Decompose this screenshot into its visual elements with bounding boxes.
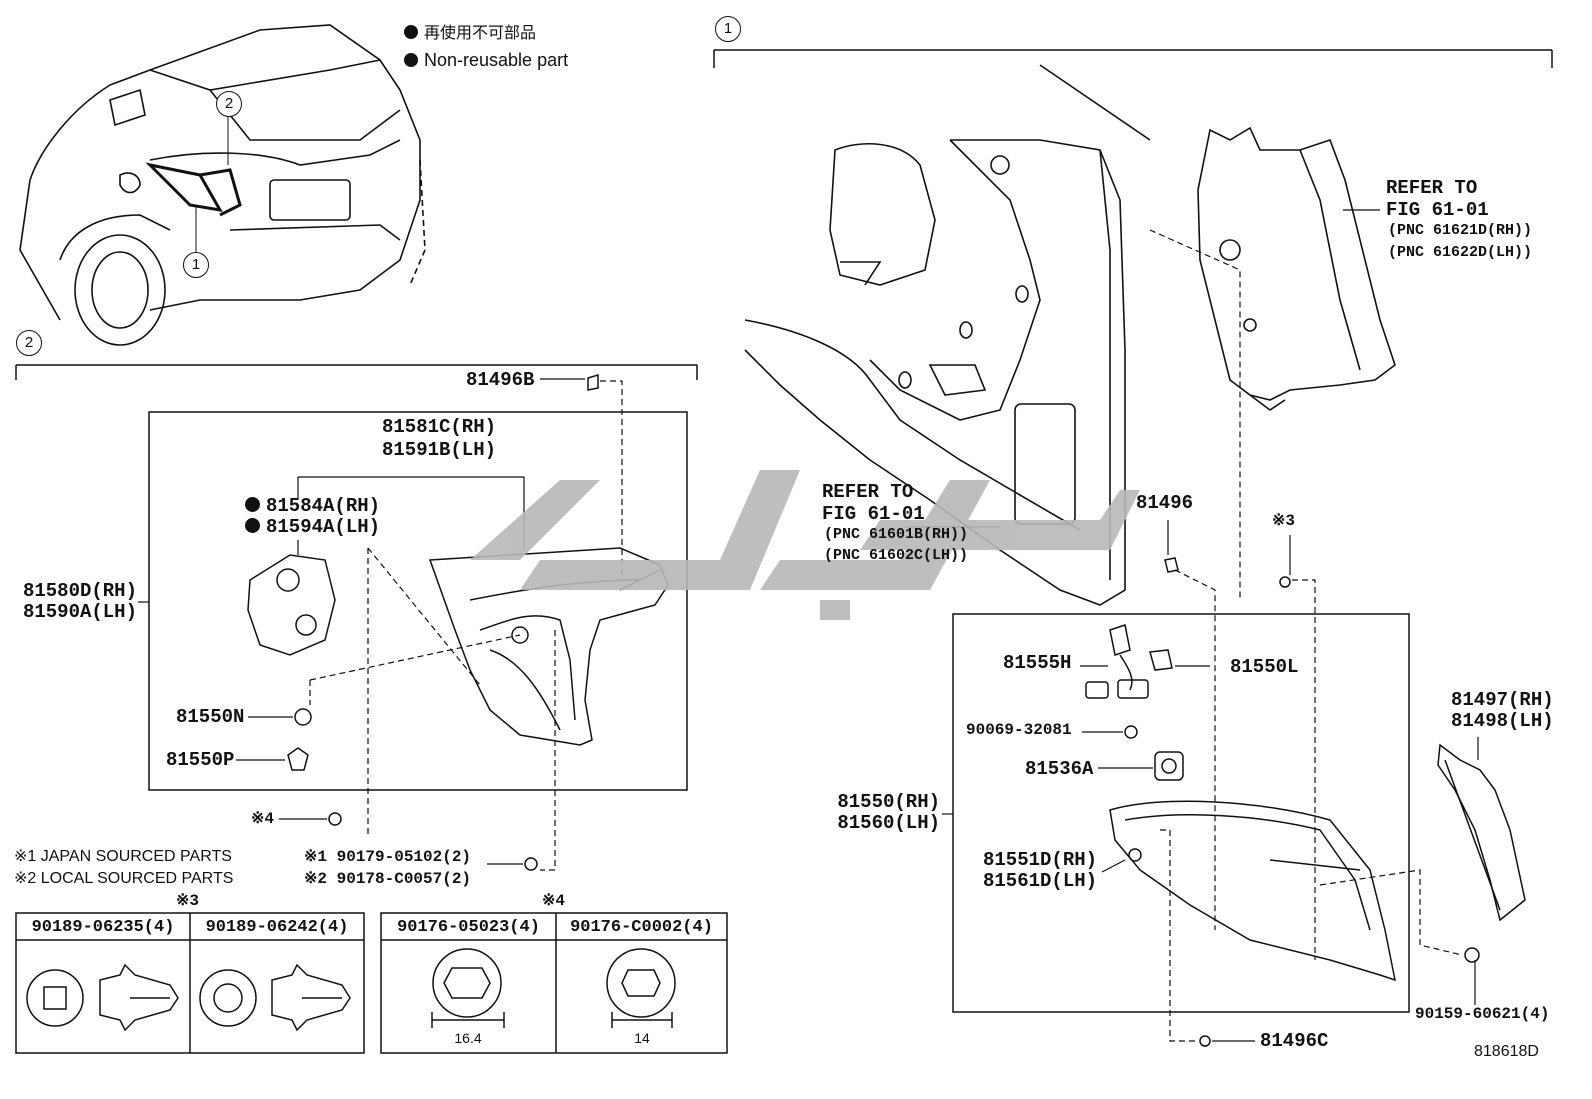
bolt-90178: ※2 90178-C0057(2): [304, 870, 472, 888]
callout-2-car: 2: [216, 91, 242, 117]
note-4: ※4: [251, 810, 275, 828]
leader-lines-right: [905, 209, 1479, 1042]
label-90069: 90069-32081: [966, 721, 1072, 739]
label-81561D: 81561D(LH): [983, 870, 1098, 892]
label-81550RH: 81550(RH): [837, 791, 940, 813]
fastener-table-4: [380, 912, 728, 1054]
table4-mark: ※4: [542, 892, 566, 910]
clip-81496B: [587, 373, 599, 391]
socket-81555H: [1085, 624, 1149, 699]
label-81550P: 81550P: [166, 749, 235, 771]
refer-lower-3: (PNC 61601B(RH)): [824, 526, 969, 543]
bulb-81550N: [294, 708, 312, 726]
label-81581C: 81581C(RH): [381, 416, 497, 438]
bracket-2: [15, 364, 698, 380]
label-81550N: 81550N: [176, 706, 245, 728]
label-81496: 81496: [1136, 492, 1194, 514]
dim-14: 14: [634, 1030, 650, 1046]
table3-mark: ※3: [176, 892, 200, 910]
inner-panel: [1197, 126, 1396, 411]
car-rear-illustration: [19, 24, 426, 346]
screw-90159: [1464, 947, 1480, 963]
refer-upper-3: (PNC 61621D(RH)): [1388, 222, 1533, 239]
gasket: [247, 554, 336, 656]
note-3: ※3: [1272, 512, 1296, 530]
lamp-assy-box-left: [148, 411, 688, 791]
label-81496B: 81496B: [466, 369, 535, 391]
bulb-81550L: [1149, 649, 1173, 671]
watermark-logo: [470, 470, 1140, 620]
callout-1-car: 1: [183, 252, 209, 278]
bracket-1: [713, 49, 1553, 68]
nut-4: [328, 812, 342, 826]
refer-upper-2: FIG 61-01: [1386, 199, 1489, 221]
label-81591B: 81591B(LH): [381, 439, 497, 461]
label-81584A: 81584A(RH): [245, 495, 380, 517]
legend-jp: 再使用不可部品: [404, 24, 536, 44]
label-81496C: 81496C: [1260, 1030, 1329, 1052]
label-81551D: 81551D(RH): [983, 849, 1098, 871]
label-81560LH: 81560(LH): [837, 812, 940, 834]
lamp-assy-box-right: [952, 613, 1410, 1013]
refer-lower-4: (PNC 61602C(LH)): [824, 547, 969, 564]
refer-upper-1: REFER TO: [1386, 177, 1478, 199]
table4-col2: 90176-C0002(4): [570, 918, 713, 937]
clip-81496: [1164, 557, 1179, 573]
legend-en: Non-reusable part: [404, 50, 568, 70]
rear-lamp-outer: [1109, 800, 1396, 982]
callout-1-section: 1: [715, 16, 741, 42]
table3-col1: 90189-06235(4): [31, 918, 175, 937]
socket-81550P: [287, 747, 309, 771]
quarter-panel: [744, 64, 1151, 606]
nut-90179: [524, 857, 538, 871]
label-90159: 90159-60621(4): [1415, 1005, 1550, 1023]
label-81497: 81497(RH): [1451, 689, 1554, 711]
label-81555H: 81555H: [1003, 652, 1072, 674]
screw-90069: [1124, 725, 1138, 739]
label-81590A: 81590A(LH): [22, 601, 137, 623]
figure-number: 818618D: [1474, 1043, 1539, 1060]
clip-81496C: [1199, 1035, 1211, 1047]
refer-lower-2: FIG 61-01: [822, 503, 925, 525]
clip-note3: [1279, 576, 1291, 588]
callout-2-section: 2: [16, 330, 42, 356]
table4-col1: 90176-05023(4): [397, 918, 540, 937]
refer-lower-1: REFER TO: [822, 481, 914, 503]
label-81594A: 81594A(LH): [245, 516, 380, 538]
dim-16-4: 16.4: [454, 1030, 482, 1046]
label-81580D: 81580D(RH): [22, 580, 137, 602]
label-81498: 81498(LH): [1451, 710, 1554, 732]
table3-col2: 90189-06242(4): [205, 918, 349, 937]
fastener-table-3: [15, 912, 365, 1054]
label-81550L: 81550L: [1230, 656, 1299, 678]
garnish-81497: [1437, 743, 1526, 922]
label-81536A: 81536A: [1025, 758, 1094, 780]
socket-81536A: [1154, 751, 1184, 781]
bolt-90179: ※1 90179-05102(2): [304, 848, 472, 866]
source-note-2: ※2 LOCAL SOURCED PARTS: [14, 870, 234, 887]
source-note-1: ※1 JAPAN SOURCED PARTS: [14, 848, 232, 865]
refer-upper-4: (PNC 61622D(LH)): [1388, 244, 1533, 261]
